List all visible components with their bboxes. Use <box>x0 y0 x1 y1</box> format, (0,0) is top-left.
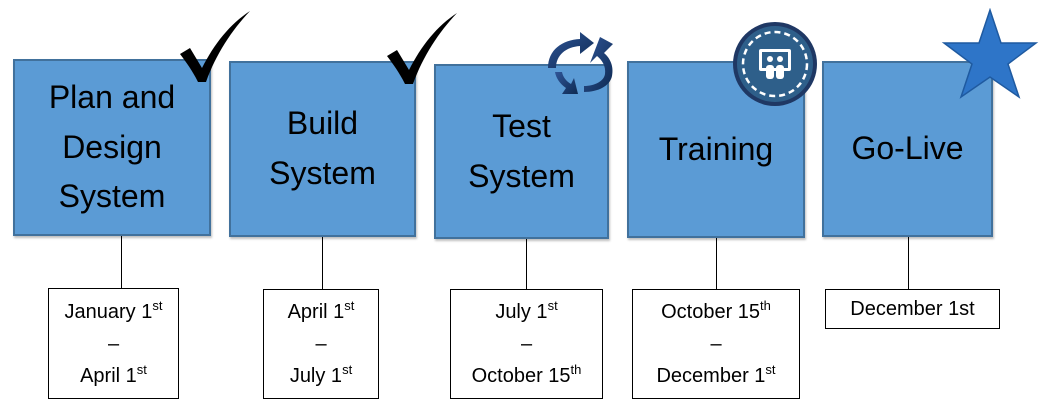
date-separator: – <box>710 333 722 355</box>
date-box-plan: January 1st – April 1st <box>48 288 179 399</box>
checkmark-icon <box>180 11 250 82</box>
date-end: July 1st <box>289 362 353 387</box>
date-end: December 1st <box>656 362 776 387</box>
date-start: July 1st <box>495 298 558 323</box>
connector-line <box>121 236 122 288</box>
date-box-test: July 1st – October 15th <box>450 289 603 399</box>
refresh-cycle-icon <box>548 32 613 94</box>
date-end: April 1st <box>80 361 147 387</box>
checkmark-icon <box>387 13 457 84</box>
date-box-training: October 15th – December 1st <box>632 289 800 399</box>
phase-box-build: Build System <box>229 61 416 237</box>
date-single: December 1st <box>850 298 975 320</box>
connector-line <box>322 237 323 289</box>
date-separator: – <box>107 332 120 355</box>
date-separator: – <box>315 333 327 355</box>
date-start: October 15th <box>661 298 771 323</box>
date-separator: – <box>520 333 533 355</box>
date-box-golive: December 1st <box>825 289 1000 329</box>
star-icon <box>941 8 1039 99</box>
phase-label-line: Test <box>492 107 551 144</box>
phase-label-line: System <box>269 155 376 191</box>
date-start: January 1st <box>64 297 163 323</box>
phase-label-line: Plan and <box>48 79 176 116</box>
connector-line <box>908 237 909 289</box>
date-box-build: April 1st – July 1st <box>263 289 379 399</box>
phase-label-line: System <box>58 178 166 215</box>
presentation-badge-icon <box>733 22 817 106</box>
phase-label-line: Build <box>286 105 359 142</box>
connector-line <box>716 238 717 289</box>
phase-label-line: Go-Live <box>851 130 964 167</box>
connector-line <box>526 239 527 289</box>
phase-box-test: Test System <box>434 64 609 239</box>
phase-label-line: Training <box>658 130 774 167</box>
date-end: October 15th <box>471 362 582 387</box>
phase-box-plan: Plan and Design System <box>13 59 211 236</box>
phase-label-line: System <box>468 157 575 194</box>
phase-label-line: Design <box>62 128 162 165</box>
date-start: April 1st <box>287 298 355 323</box>
